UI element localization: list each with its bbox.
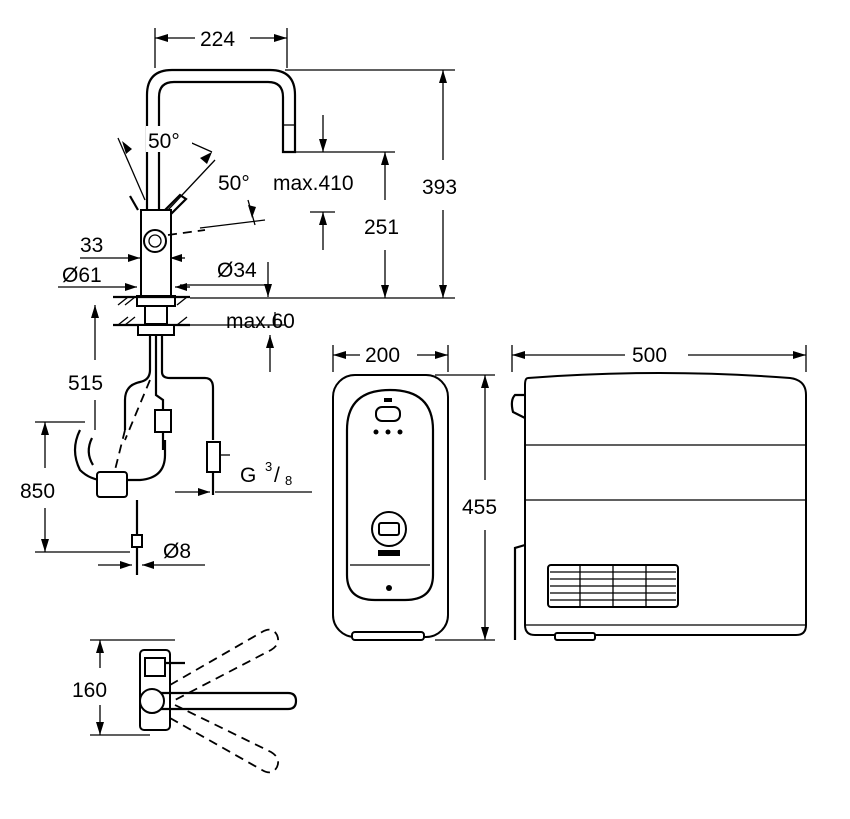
label-chiller-depth: 500 bbox=[632, 344, 667, 367]
vent-grille bbox=[547, 564, 679, 608]
label-max-deck-thickness: max.60 bbox=[226, 310, 295, 333]
label-base-diameter: Ø61 bbox=[62, 264, 102, 287]
label-connection-thread: G 3 / 8 bbox=[238, 459, 300, 488]
label-chiller-width: 200 bbox=[365, 344, 400, 367]
label-chiller-height: 455 bbox=[462, 496, 497, 519]
faucet-top-view bbox=[90, 628, 298, 774]
label-thread-denominator: 8 bbox=[285, 473, 292, 488]
label-swivel-angle-top: 50° bbox=[148, 130, 180, 153]
label-hose-length-total: 850 bbox=[20, 480, 55, 503]
label-handle-offset: 33 bbox=[80, 234, 103, 257]
faucet-dimension-lines bbox=[35, 28, 455, 569]
label-spout-height: 251 bbox=[364, 216, 399, 239]
label-mount-hole-diameter: Ø34 bbox=[217, 259, 257, 282]
label-thread-g: G bbox=[240, 464, 256, 487]
label-faucet-reach: 224 bbox=[200, 28, 235, 51]
label-total-height: 393 bbox=[422, 176, 457, 199]
faucet-side-view bbox=[73, 68, 297, 575]
svg-text:/: / bbox=[274, 464, 280, 487]
label-tube-diameter: Ø8 bbox=[163, 540, 191, 563]
label-thread-numerator: 3 bbox=[265, 459, 272, 474]
label-hose-length-upper: 515 bbox=[68, 372, 103, 395]
label-handle-projection: 160 bbox=[72, 679, 107, 702]
dimension-labels: 224 50° 50° max.410 393 251 33 Ø61 Ø34 m… bbox=[18, 26, 667, 704]
label-swivel-angle-side: 50° bbox=[218, 172, 250, 195]
label-spout-max-height: max.410 bbox=[273, 172, 354, 195]
chiller-front-view bbox=[332, 345, 495, 641]
chiller-side-view bbox=[510, 345, 807, 641]
